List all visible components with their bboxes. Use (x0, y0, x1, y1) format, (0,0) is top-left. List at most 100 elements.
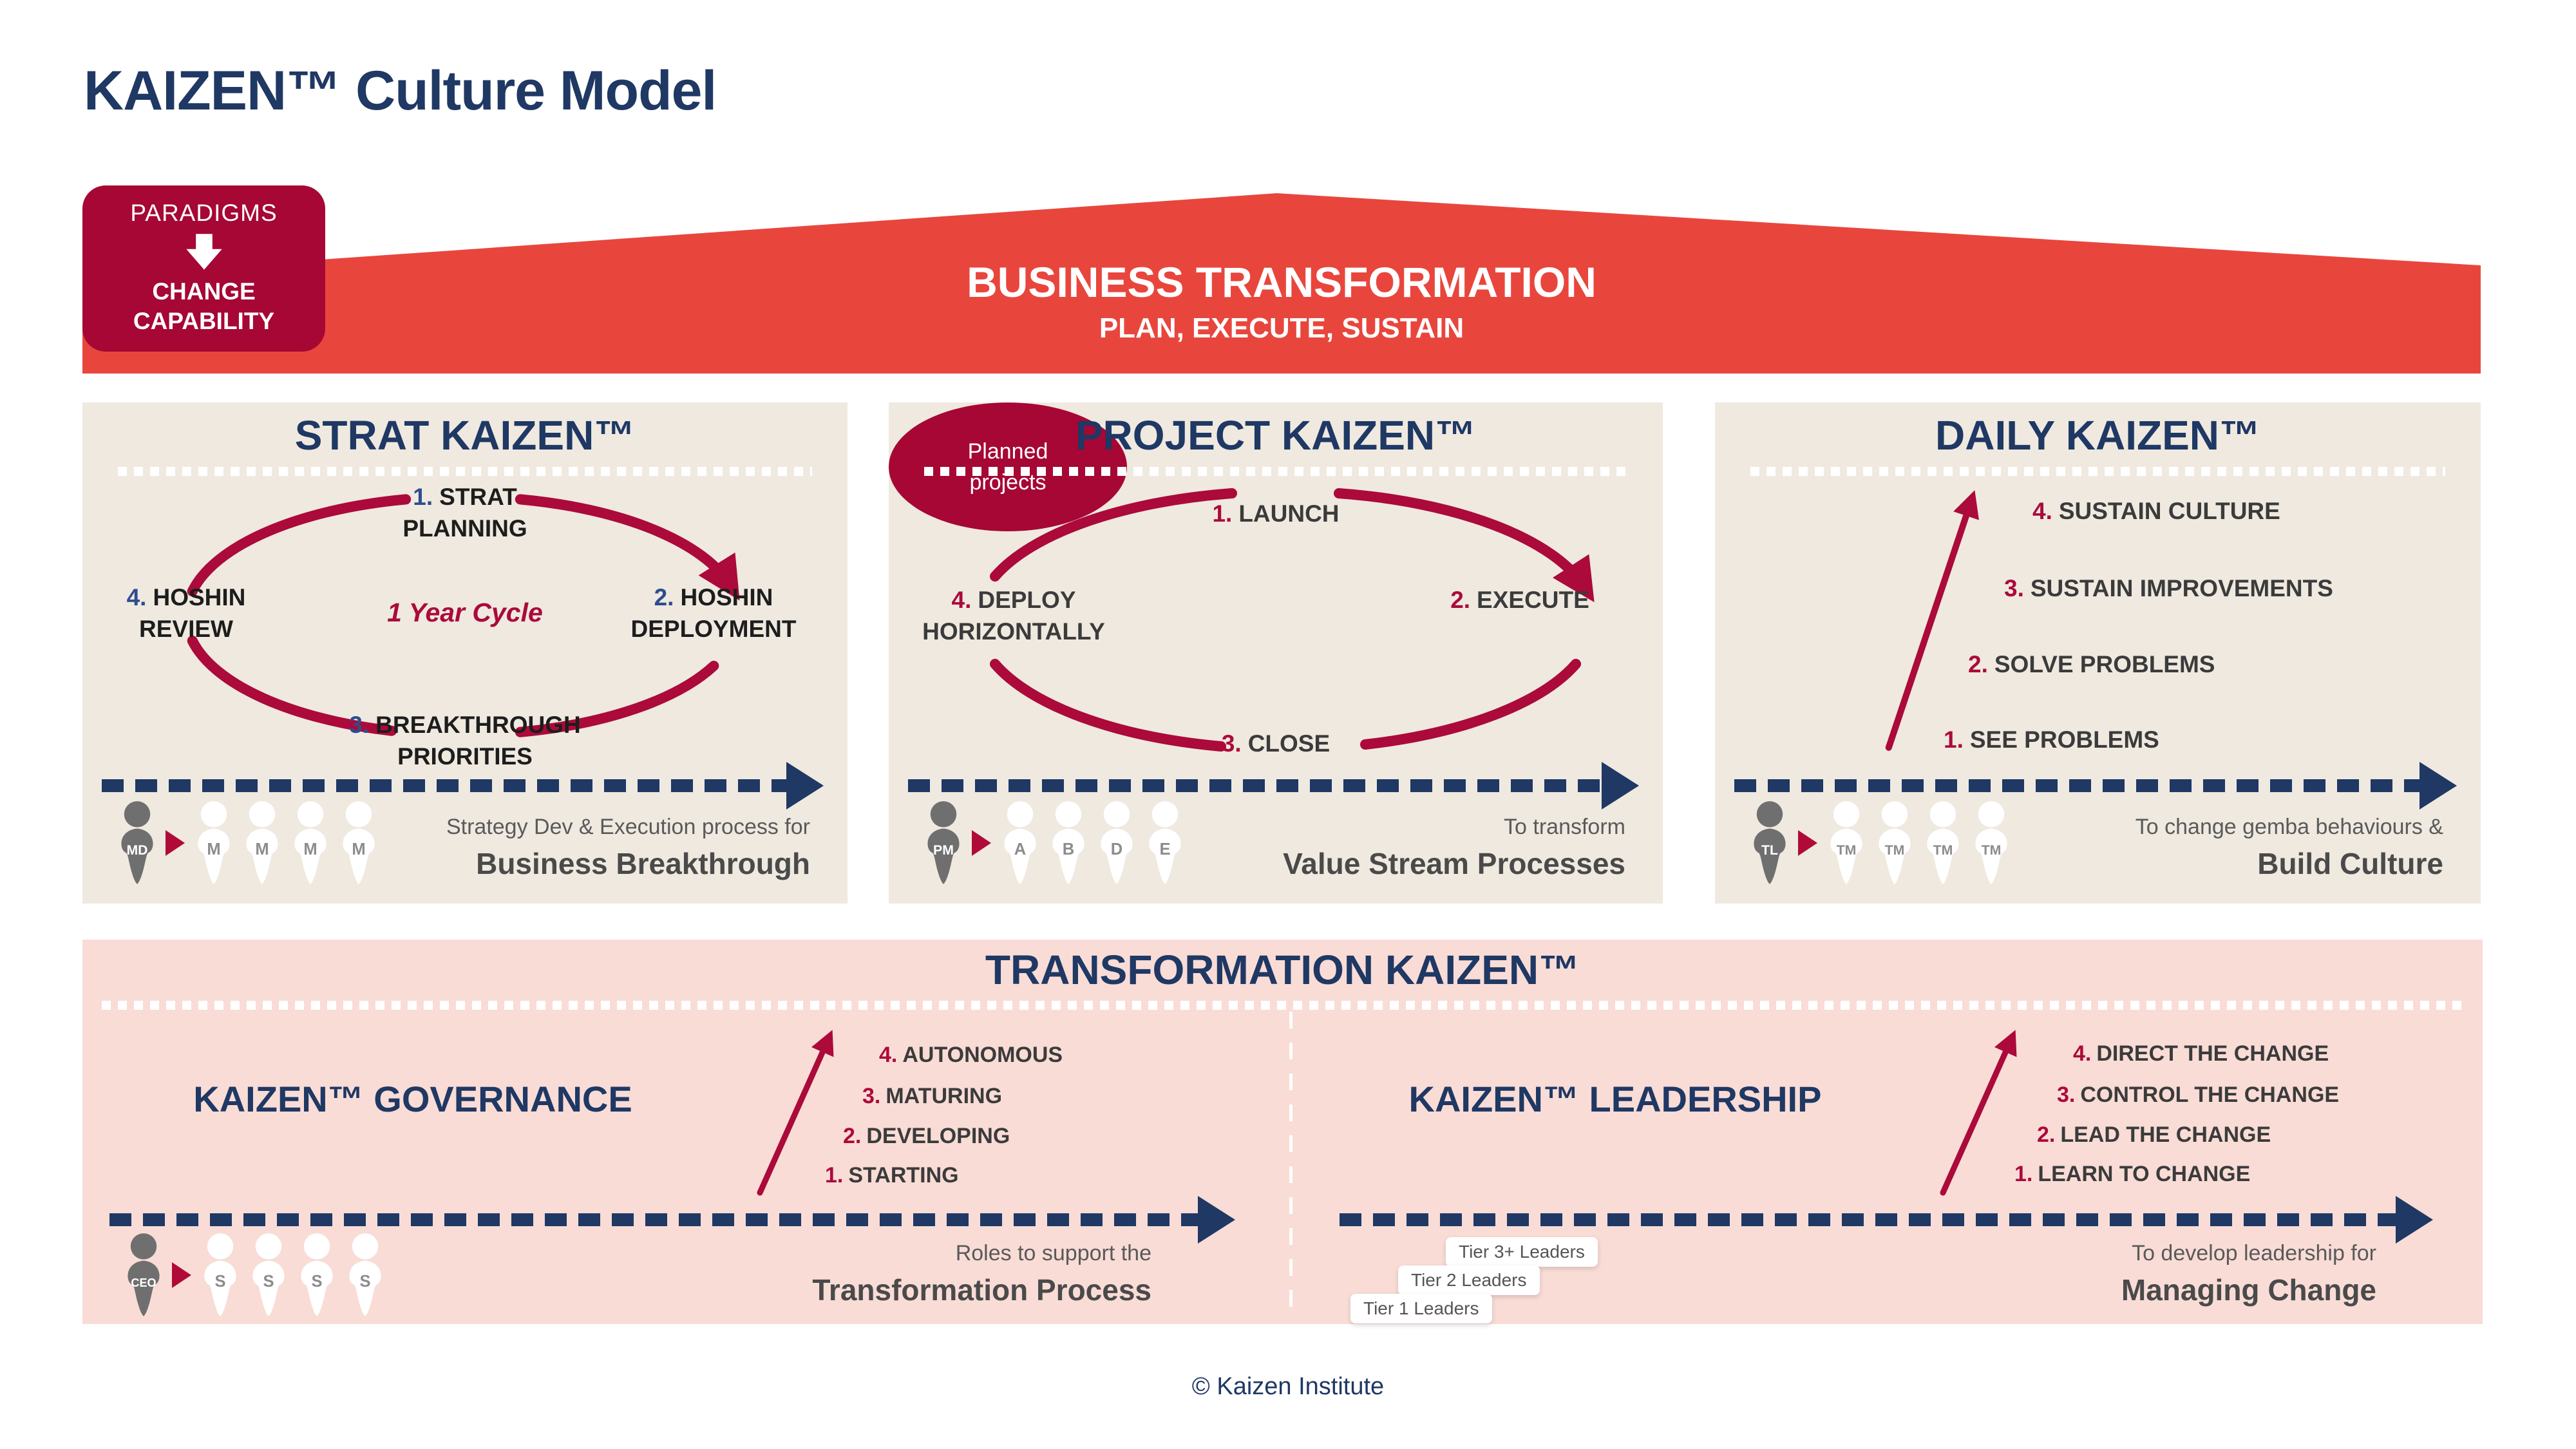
svg-text:TM: TM (1982, 842, 2002, 858)
svg-text:M: M (255, 840, 269, 858)
project-caption: To transform Value Stream Processes (1283, 815, 1625, 880)
dotted-separator (118, 467, 812, 476)
governance-caption: Roles to support the Transformation Proc… (812, 1241, 1151, 1307)
person-icon: E (1149, 801, 1181, 884)
person-icon: B (1052, 801, 1084, 884)
tier-1-leaders-box: Tier 1 Leaders (1350, 1294, 1492, 1323)
leadership-growth-arrow (1940, 1030, 2017, 1196)
business-transformation-banner: BUSINESS TRANSFORMATION PLAN, EXECUTE, S… (82, 193, 2481, 374)
red-triangle-icon (166, 830, 185, 856)
tier-3-leaders-box: Tier 3+ Leaders (1446, 1237, 1598, 1267)
strat-cycle-arrows (187, 494, 740, 737)
svg-text:PM: PM (933, 842, 954, 858)
governance-people-row: CEO S S S S (122, 1233, 392, 1318)
governance-level-2: 2.DEVELOPING (843, 1124, 1010, 1148)
governance-growth-arrow (757, 1030, 834, 1196)
daily-people-row: TL TM TM TM TM (1748, 800, 2018, 886)
project-step-1: 1.LAUNCH (1212, 500, 1340, 527)
daily-step-1: 1.SEE PROBLEMS (1944, 726, 2159, 753)
person-icon-lead: CEO (128, 1233, 160, 1316)
svg-text:S: S (214, 1273, 225, 1291)
project-timeline-arrow (908, 762, 1639, 810)
leadership-caption: To develop leadership for Managing Chang… (2121, 1241, 2376, 1307)
svg-text:E: E (1159, 840, 1170, 858)
red-triangle-icon (972, 830, 991, 856)
strat-step-1: 1.STRAT PLANNING (402, 484, 527, 542)
governance-level-4: 4.AUTONOMOUS (879, 1043, 1063, 1067)
dotted-separator (924, 467, 1627, 476)
daily-kaizen-panel: DAILY KAIZEN™ 4.SUSTAIN CULTURE 3.SUSTAI… (1715, 402, 2481, 904)
transformation-title: TRANSFORMATION KAIZEN™ (985, 947, 1580, 993)
project-step-2: 2.EXECUTE (1450, 587, 1589, 613)
daily-growth-arrow (1885, 490, 1979, 751)
strat-cycle-label: 1 Year Cycle (387, 598, 543, 627)
svg-text:CEO: CEO (131, 1276, 156, 1289)
strat-step-2: 2.HOSHIN DEPLOYMENT (630, 584, 797, 642)
daily-caption: To change gemba behaviours & Build Cultu… (2135, 815, 2443, 880)
governance-title: KAIZEN™ GOVERNANCE (193, 1079, 632, 1119)
svg-text:A: A (1014, 840, 1026, 858)
person-icon: A (1004, 801, 1036, 884)
red-triangle-icon (172, 1262, 191, 1288)
person-icon: S (349, 1233, 381, 1316)
svg-text:S: S (311, 1273, 322, 1291)
person-icon: TM (1879, 801, 1911, 884)
strat-caption: Strategy Dev & Execution process for Bus… (446, 815, 810, 880)
governance-level-1: 1.STARTING (825, 1163, 959, 1188)
person-icon: M (294, 801, 327, 884)
project-panel-title: PROJECT KAIZEN™ (1075, 412, 1477, 459)
down-arrow-icon (185, 234, 222, 270)
person-icon: D (1101, 801, 1133, 884)
svg-text:D: D (1111, 840, 1122, 858)
dotted-separator (1750, 467, 2445, 476)
person-icon: S (204, 1233, 236, 1316)
project-step-4: 4.DEPLOY HORIZONTALLY (922, 587, 1105, 645)
red-triangle-icon (1798, 830, 1817, 856)
daily-step-3: 3.SUSTAIN IMPROVEMENTS (2004, 575, 2333, 601)
person-icon-lead: MD (121, 801, 153, 884)
person-icon: TM (1927, 801, 1959, 884)
dotted-separator (102, 1001, 2463, 1010)
strat-step-4: 4.HOSHIN REVIEW (126, 584, 246, 642)
svg-text:TM: TM (1933, 842, 1953, 858)
svg-text:M: M (207, 840, 220, 858)
person-icon: TM (1830, 801, 1862, 884)
person-icon: S (252, 1233, 285, 1316)
daily-panel-title: DAILY KAIZEN™ (1935, 412, 2260, 459)
daily-step-2: 2.SOLVE PROBLEMS (1968, 651, 2215, 677)
governance-timeline-arrow (109, 1196, 1235, 1244)
tier-2-leaders-box: Tier 2 Leaders (1398, 1265, 1540, 1295)
leadership-level-4: 4.DIRECT THE CHANGE (2073, 1041, 2329, 1066)
strat-timeline-arrow (102, 762, 824, 810)
project-step-3: 3.CLOSE (1221, 730, 1331, 757)
transformation-kaizen-panel: TRANSFORMATION KAIZEN™ KAIZEN™ GOVERNANC… (82, 940, 2483, 1324)
person-icon-lead: PM (927, 801, 960, 884)
svg-text:B: B (1063, 840, 1074, 858)
person-icon: S (301, 1233, 333, 1316)
svg-text:TM: TM (1885, 842, 1905, 858)
project-cycle-arrows (990, 488, 1595, 752)
daily-step-4: 4.SUSTAIN CULTURE (2032, 498, 2280, 524)
svg-text:MD: MD (126, 842, 147, 858)
leadership-title: KAIZEN™ LEADERSHIP (1408, 1079, 1822, 1119)
svg-text:S: S (263, 1273, 274, 1291)
copyright-footer: © Kaizen Institute (1191, 1373, 1385, 1400)
svg-text:S: S (359, 1273, 370, 1291)
banner-subtitle: PLAN, EXECUTE, SUSTAIN (1099, 312, 1464, 344)
person-icon: M (246, 801, 278, 884)
svg-text:M: M (303, 840, 317, 858)
daily-timeline-arrow (1734, 762, 2457, 810)
leadership-level-3: 3.CONTROL THE CHANGE (2057, 1083, 2340, 1107)
project-people-row: PM A B D E (922, 800, 1192, 886)
banner-title: BUSINESS TRANSFORMATION (967, 258, 1596, 306)
governance-level-3: 3.MATURING (862, 1084, 1003, 1108)
strat-kaizen-panel: STRAT KAIZEN™ 1.STRAT PLANNING 2.HOSHIN … (82, 402, 848, 904)
strat-people-row: MD M M M M (116, 800, 386, 886)
person-icon: M (198, 801, 230, 884)
paradigms-label: PARADIGMS (130, 200, 278, 226)
person-icon-lead: TL (1754, 801, 1786, 884)
svg-text:M: M (352, 840, 365, 858)
